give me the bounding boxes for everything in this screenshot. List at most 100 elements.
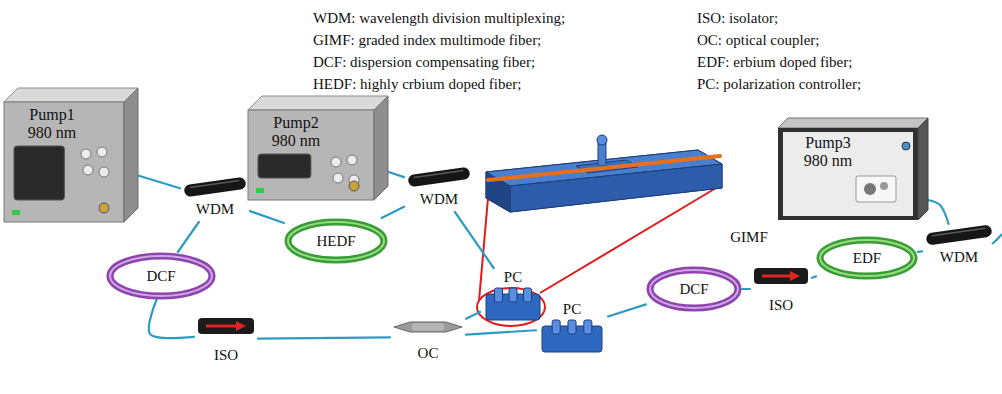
- coupler-highlight: [412, 323, 444, 331]
- component-label: HEDF: [284, 232, 388, 250]
- component-label: Pump1: [8, 106, 96, 124]
- component-label: WDM: [922, 248, 996, 266]
- component-label: DCF: [106, 267, 216, 285]
- isolator: ISO: [194, 312, 258, 366]
- wdm-highlight: [932, 228, 985, 236]
- abbreviation-note: WDM: wavelength division multiplexing;: [313, 9, 565, 27]
- controller-paddle: [494, 288, 502, 302]
- component-drawing: [4, 88, 138, 222]
- component-shape: [778, 118, 928, 220]
- component-drawing: [394, 322, 462, 332]
- direction-arrow: [762, 275, 792, 278]
- fiber-link: [258, 337, 390, 338]
- housing-front: [248, 110, 374, 200]
- housing-top: [248, 96, 388, 110]
- fiber-coil: EDF: [816, 236, 918, 280]
- label-box: OC: [390, 344, 466, 362]
- fiber-link: [455, 212, 494, 268]
- wdm-coupler: WDM: [404, 166, 474, 212]
- highlight-circle: [477, 288, 545, 326]
- component-label: WDM: [404, 190, 474, 208]
- label-box: ISO: [194, 346, 258, 364]
- controller-paddle: [509, 288, 517, 302]
- polarization-controller: PC: [536, 300, 608, 356]
- wdm-highlight: [414, 171, 464, 178]
- wdm-highlight: [190, 181, 240, 188]
- housing-front: [4, 102, 124, 222]
- controller-paddle: [584, 320, 592, 334]
- fiber-holder: GIMF: [486, 110, 778, 250]
- fiber-coil: DCF: [106, 252, 216, 300]
- isolator-body: [754, 268, 808, 284]
- polarization-controller: PC: [480, 268, 546, 324]
- component-label: PC: [480, 268, 546, 286]
- component-label: PC: [536, 300, 608, 318]
- isolator-body: [198, 318, 254, 334]
- component-label: DCF: [646, 280, 742, 298]
- label-box: Pump2980 nm: [252, 114, 340, 150]
- display-screen: [258, 154, 311, 178]
- status-led: [256, 188, 264, 193]
- component-drawing: [486, 288, 540, 320]
- component-drawing: [778, 118, 928, 220]
- fiber-link: [138, 175, 180, 188]
- component-drawing: [248, 96, 388, 200]
- label-box: GIMF: [720, 228, 778, 246]
- component-drawing: [754, 268, 808, 284]
- wdm-body-group: [183, 177, 246, 198]
- wdm-body: [925, 224, 992, 245]
- direction-arrow: [206, 325, 238, 328]
- fiber-coil: DCF: [646, 266, 742, 312]
- housing-side: [374, 96, 388, 200]
- control-knob: [880, 182, 888, 190]
- fiber-link: [466, 312, 480, 319]
- component-drawing: [925, 224, 992, 245]
- label-box: WDM: [404, 190, 474, 208]
- component-label: ISO: [750, 296, 812, 314]
- control-panel: [856, 176, 896, 202]
- housing-side: [124, 88, 138, 222]
- display-screen: [14, 146, 64, 200]
- abbreviation-note: PC: polarization controller;: [697, 75, 861, 93]
- output-fiber: [992, 234, 1002, 244]
- component-drawing: [183, 177, 246, 198]
- wdm-body: [183, 177, 246, 198]
- fiber-link: [382, 207, 404, 218]
- wdm-coupler: WDM: [922, 224, 996, 270]
- pump-unit: Pump3980 nm: [778, 118, 928, 220]
- control-knob: [81, 149, 91, 159]
- fiber-link: [918, 250, 922, 253]
- fiber-link: [250, 211, 284, 223]
- abbreviation-note: EDF: erbium doped fiber;: [697, 53, 852, 71]
- housing-front: [783, 132, 913, 216]
- component-drawing: [486, 135, 722, 212]
- component-label: GIMF: [720, 228, 778, 246]
- component-drawing: [407, 167, 470, 188]
- abbreviation-note: OC: optical coupler;: [697, 31, 819, 49]
- abbreviation-note: GIMF: graded index multimode fiber;: [313, 31, 541, 49]
- fiber-link: [178, 222, 199, 252]
- component-label: 980 nm: [784, 152, 872, 170]
- label-box: Pump1980 nm: [8, 106, 96, 142]
- direction-arrow-head: [236, 321, 246, 331]
- controller-paddle: [552, 320, 560, 334]
- label-box: PC: [536, 300, 608, 318]
- component-label: 980 nm: [8, 124, 96, 142]
- control-knob: [347, 155, 357, 165]
- fiber-coil: HEDF: [284, 218, 388, 264]
- label-box: DCF: [106, 267, 216, 285]
- component-drawing: [542, 320, 602, 352]
- component-drawing: [198, 318, 254, 334]
- wdm-body: [407, 167, 470, 188]
- control-knob: [331, 157, 341, 167]
- control-knob: [83, 165, 93, 175]
- abbreviation-note: ISO: isolator;: [697, 9, 778, 27]
- isolator: ISO: [750, 262, 812, 316]
- control-knob: [99, 167, 109, 177]
- fiber-link: [812, 276, 816, 277]
- fiber-port: [349, 181, 359, 191]
- fiber-link: [742, 288, 750, 290]
- housing-frame: [778, 128, 918, 220]
- pump-unit: Pump1980 nm: [4, 88, 138, 222]
